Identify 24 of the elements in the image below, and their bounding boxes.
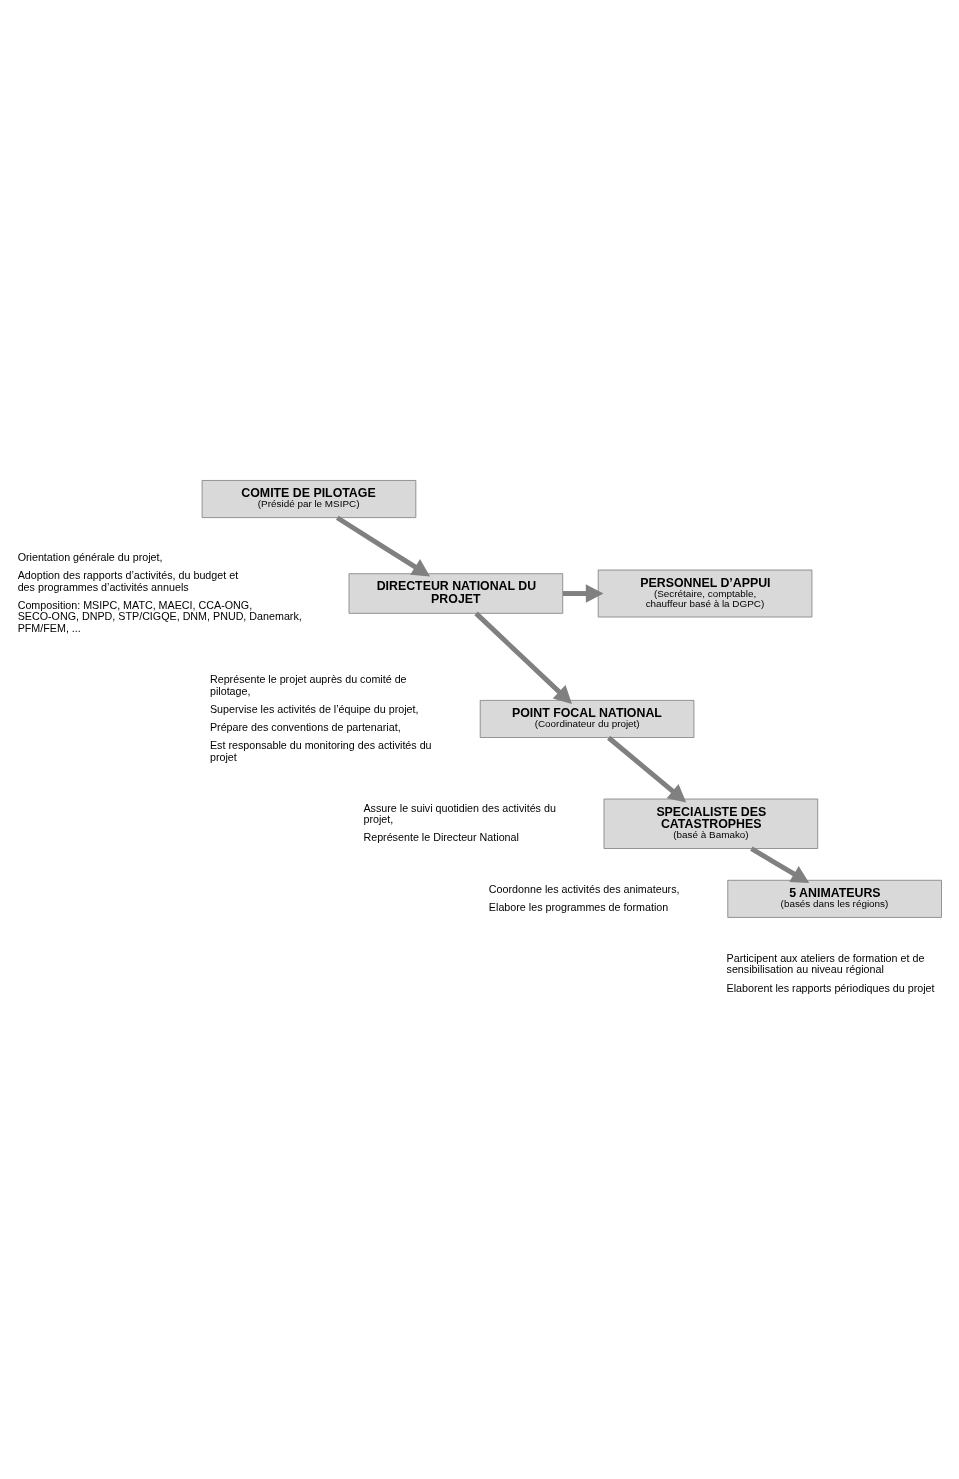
node-label: Prépare des conventions de partenariat, (209, 720, 401, 733)
arrow (473, 611, 572, 704)
node-label: Est responsable du monitoring des activités du projet (209, 738, 432, 763)
arrow (749, 846, 809, 883)
node-box: SPECIALISTE DES CATASTROPHES (basé à Bamako) (603, 798, 818, 849)
node-box: COMITE DE PILOTAGE (Présidé par le MSIPC) (201, 479, 416, 518)
arrow (606, 735, 686, 802)
node-label: Coordonne les activités des animateurs, (488, 882, 680, 895)
node-box: DIRECTEUR NATIONAL DU PROJET (348, 572, 563, 614)
node-label: Assure le suivi quotidien des activités du projet, (362, 801, 556, 825)
node-label: Représente le projet auprès du comité de pilotage, (209, 672, 407, 697)
node-label: Supervise les activités de l’équipe du projet, (209, 702, 418, 715)
node-label: Elabore les programmes de formation (488, 900, 668, 913)
node-label: Composition: MSIPC, MATC, MAECI, CCA-ONG, SECO-ONG, DNPD, STP/CIGQE, DNM, PNUD, Danemark, PFM/FEM, ... (17, 598, 302, 634)
node-box: POINT FOCAL NATIONAL (Coordinateur du projet) (479, 699, 694, 738)
arrow (562, 583, 604, 603)
node-box: PERSONNEL D’APPUI (Secrétaire, comptable, chauffeur basé à la DGPC) (597, 569, 812, 617)
node-label: Adoption des rapports d’activités, du budget et des programmes d’activités annuels (17, 568, 238, 593)
node-label: Orientation générale du projet, (17, 550, 162, 563)
arrow (335, 515, 430, 576)
node-label: Elaborent les rapports périodiques du projet (726, 981, 935, 994)
node-label: Représente le Directeur National (362, 830, 519, 843)
node-box: 5 ANIMATEURS (basés dans les régions) (726, 879, 942, 918)
node-label: Participent aux ateliers de formation et de sensibilisation au niveau régional (726, 951, 924, 975)
